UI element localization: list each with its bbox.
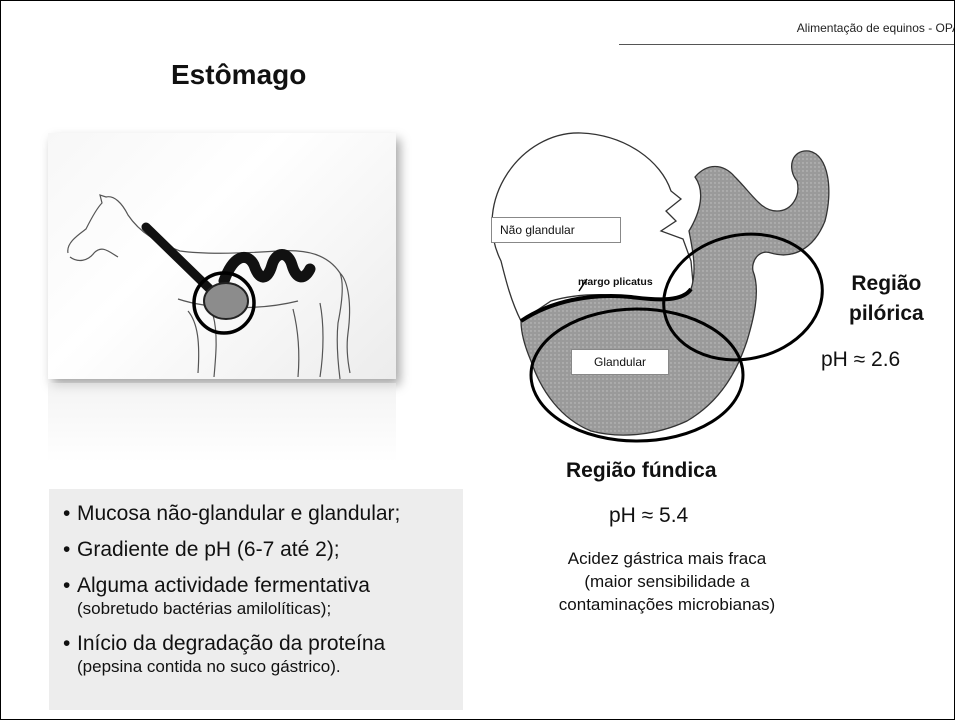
bullet-list: •Mucosa não-glandular e glandular; •Grad… [49, 489, 463, 678]
pyloric-region-label: Região pilórica [849, 272, 924, 325]
horse-drawing [67, 194, 351, 380]
slide-title: Estômago [171, 59, 307, 90]
horse-reflection [48, 383, 396, 463]
bullet-item: •Alguma actividade fermentativa(sobretud… [63, 574, 370, 618]
bullet-panel: •Mucosa não-glandular e glandular; •Grad… [49, 489, 463, 710]
acidity-note: Acidez gástrica mais fraca (maior sensib… [558, 549, 776, 614]
bullet-item: •Gradiente de pH (6-7 até 2); [63, 538, 340, 561]
fundic-ph: pH ≈ 5.4 [609, 504, 689, 527]
stomach-diagram [491, 132, 830, 443]
header-divider [619, 44, 954, 45]
slide-header: Alimentação de equinos - OPA [796, 21, 955, 35]
horse-illustration [48, 133, 396, 380]
bullet-item: •Mucosa não-glandular e glandular; [63, 502, 401, 525]
margo-plicatus-label: margo plicatus [578, 276, 653, 288]
non-glandular-label: Não glandular [491, 217, 621, 243]
glandular-label: Glandular [571, 349, 669, 375]
bullet-item: •Início da degradação da proteína(pepsin… [63, 632, 386, 676]
pyloric-ph: pH ≈ 2.6 [821, 348, 901, 371]
fundic-region-label: Região fúndica [566, 459, 717, 482]
